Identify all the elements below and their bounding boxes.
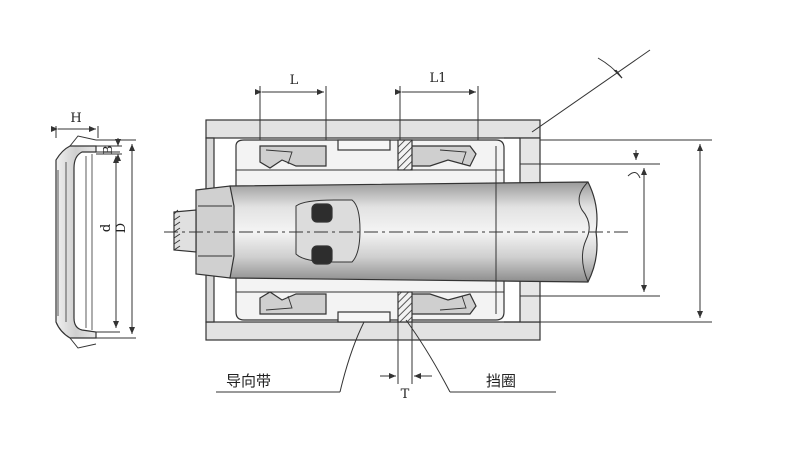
leader-top-right <box>531 49 651 133</box>
dim-T <box>380 322 432 384</box>
seal-side-view <box>55 135 97 349</box>
cylinder-assembly <box>173 119 598 341</box>
label-d: d <box>99 224 114 232</box>
guide-band-upper <box>337 139 391 151</box>
label-B: B <box>101 145 115 154</box>
label-guide-band: 导向带 <box>226 372 271 390</box>
seal-profile <box>55 145 97 339</box>
seal-lower-left <box>259 291 327 315</box>
label-T: T <box>401 387 410 402</box>
label-L: L <box>290 73 299 88</box>
dim-D <box>96 139 136 339</box>
label-H: H <box>70 111 81 126</box>
threaded-stub <box>173 209 197 253</box>
barrel-top-wall <box>205 119 541 139</box>
guide-band-lower <box>337 311 391 323</box>
label-D: D <box>114 223 129 233</box>
leader-guide-band <box>216 321 365 393</box>
seal-lower-right <box>403 293 477 315</box>
retaining-ring-upper <box>397 139 413 171</box>
seal-upper-right <box>403 145 477 167</box>
label-retaining-ring: 挡圈 <box>486 372 516 390</box>
label-L1: L1 <box>430 71 447 86</box>
o-ring-upper <box>311 203 333 223</box>
retaining-ring-lower <box>397 291 413 323</box>
leader-retaining-ring <box>405 319 556 393</box>
seal-upper-left <box>259 145 327 169</box>
o-ring-lower <box>311 245 333 265</box>
barrel-bottom-wall <box>205 321 541 341</box>
dim-right-diameters <box>520 139 712 323</box>
dim-H <box>51 126 99 138</box>
dim-L <box>255 86 327 140</box>
dim-L1 <box>395 86 479 140</box>
dim-d <box>96 151 120 333</box>
